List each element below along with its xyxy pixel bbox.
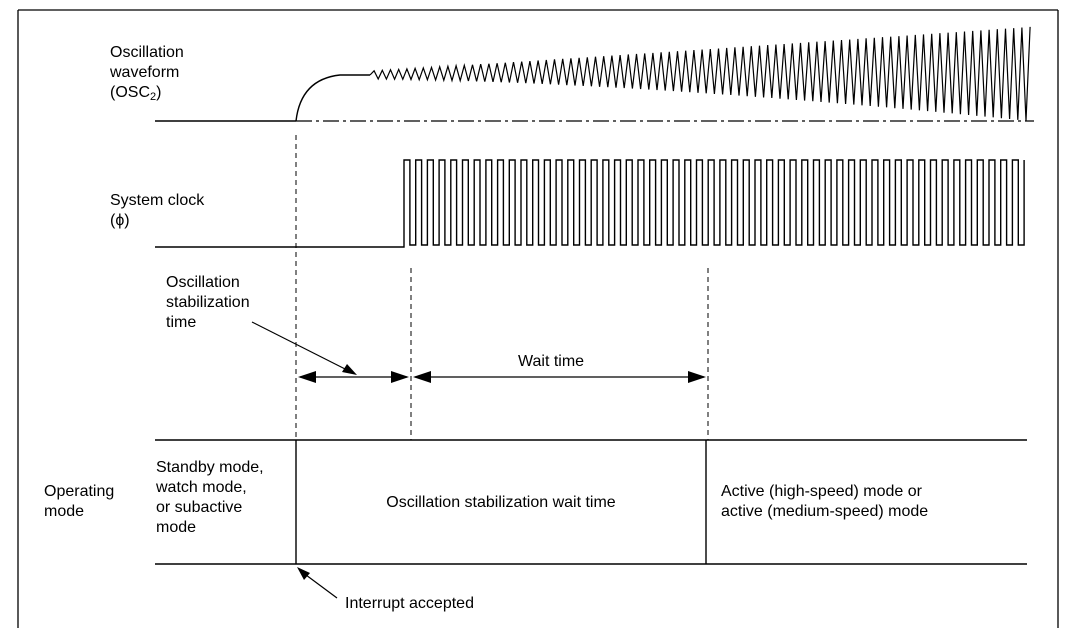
interrupt-leader: [297, 567, 338, 599]
osc-waveform: [155, 26, 1034, 122]
stabilization-time-label: Oscillation stabilization time: [166, 274, 250, 331]
osc-label-prefix: (OSC: [110, 84, 150, 101]
osc-label-subscript: 2: [150, 91, 157, 103]
osc-label-line3: (OSC2): [110, 83, 184, 107]
mode-cell-wait: Oscillation stabilization wait time: [386, 494, 616, 511]
clock-label-line2: (ϕ): [110, 212, 130, 229]
wait-time-label: Wait time: [518, 353, 585, 370]
clock-label-line1: System clock: [110, 192, 205, 209]
osc-label-suffix: ): [156, 84, 162, 101]
osc-label-line2: waveform: [110, 64, 180, 81]
stabilization-leader: [251, 321, 357, 375]
system-clock-waveform: [155, 159, 1025, 248]
stabilization-time-arrow: [298, 371, 409, 383]
mode-cell-before: Standby mode, watch mode, or subactive m…: [156, 459, 264, 536]
osc-label: Oscillation waveform (OSC2): [110, 43, 184, 107]
wait-time-arrow: [413, 371, 706, 383]
clock-pulses: [155, 159, 1025, 248]
osc-oscillation: [369, 26, 1031, 121]
operating-mode-label: Operating mode: [44, 483, 115, 520]
interrupt-label: Interrupt accepted: [345, 595, 474, 612]
clock-label: System clock (ϕ): [110, 191, 204, 231]
osc-label-line1: Oscillation: [110, 44, 184, 61]
osc-rise-curve: [295, 74, 370, 122]
mode-cell-after: Active (high-speed) mode or active (medi…: [721, 483, 929, 520]
